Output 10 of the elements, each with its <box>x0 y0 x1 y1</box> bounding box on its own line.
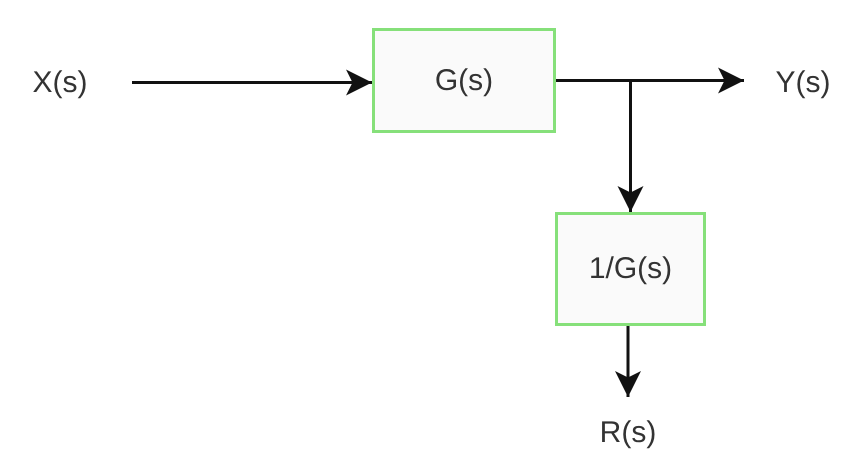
arrow <box>615 326 641 397</box>
transfer-function-block <box>372 28 556 133</box>
signal-label: Y(s) <box>776 66 830 100</box>
block-label: 1/G(s) <box>588 252 672 286</box>
transfer-function-block <box>555 212 706 326</box>
arrow <box>132 70 372 96</box>
signal-label: X(s) <box>32 66 88 100</box>
signal-label: R(s) <box>600 416 656 450</box>
block-label: G(s) <box>434 64 494 98</box>
arrow <box>556 79 644 212</box>
